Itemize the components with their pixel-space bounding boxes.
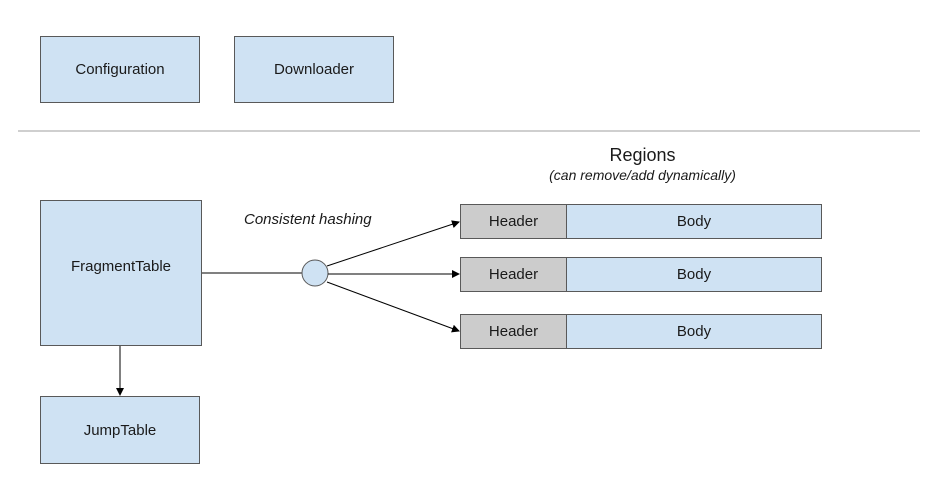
- region-header: Header: [461, 315, 567, 348]
- region-row-1: Header Body: [460, 204, 822, 239]
- region-body: Body: [567, 315, 821, 348]
- region-header: Header: [461, 258, 567, 291]
- downloader-label: Downloader: [273, 61, 355, 78]
- jump-table-label: JumpTable: [83, 421, 157, 439]
- region-header: Header: [461, 205, 567, 238]
- region-row-2: Header Body: [460, 257, 822, 292]
- arrow-hash-to-region-1: [326, 220, 460, 267]
- configuration-label: Configuration: [75, 61, 165, 78]
- fragment-table-box: FragmentTable: [40, 200, 202, 346]
- hash-node: [301, 259, 329, 287]
- downloader-box: Downloader: [234, 36, 394, 103]
- jump-table-box: JumpTable: [40, 396, 200, 464]
- configuration-box: Configuration: [40, 36, 200, 103]
- region-body: Body: [567, 258, 821, 291]
- region-body: Body: [567, 205, 821, 238]
- regions-subtitle: (can remove/add dynamically): [549, 167, 736, 183]
- regions-title: Regions: [609, 145, 676, 165]
- region-row-3: Header Body: [460, 314, 822, 349]
- fragment-table-label: FragmentTable: [70, 258, 172, 275]
- arrow-hash-to-region-3: [326, 281, 460, 333]
- consistent-hashing-label: Consistent hashing: [244, 211, 372, 228]
